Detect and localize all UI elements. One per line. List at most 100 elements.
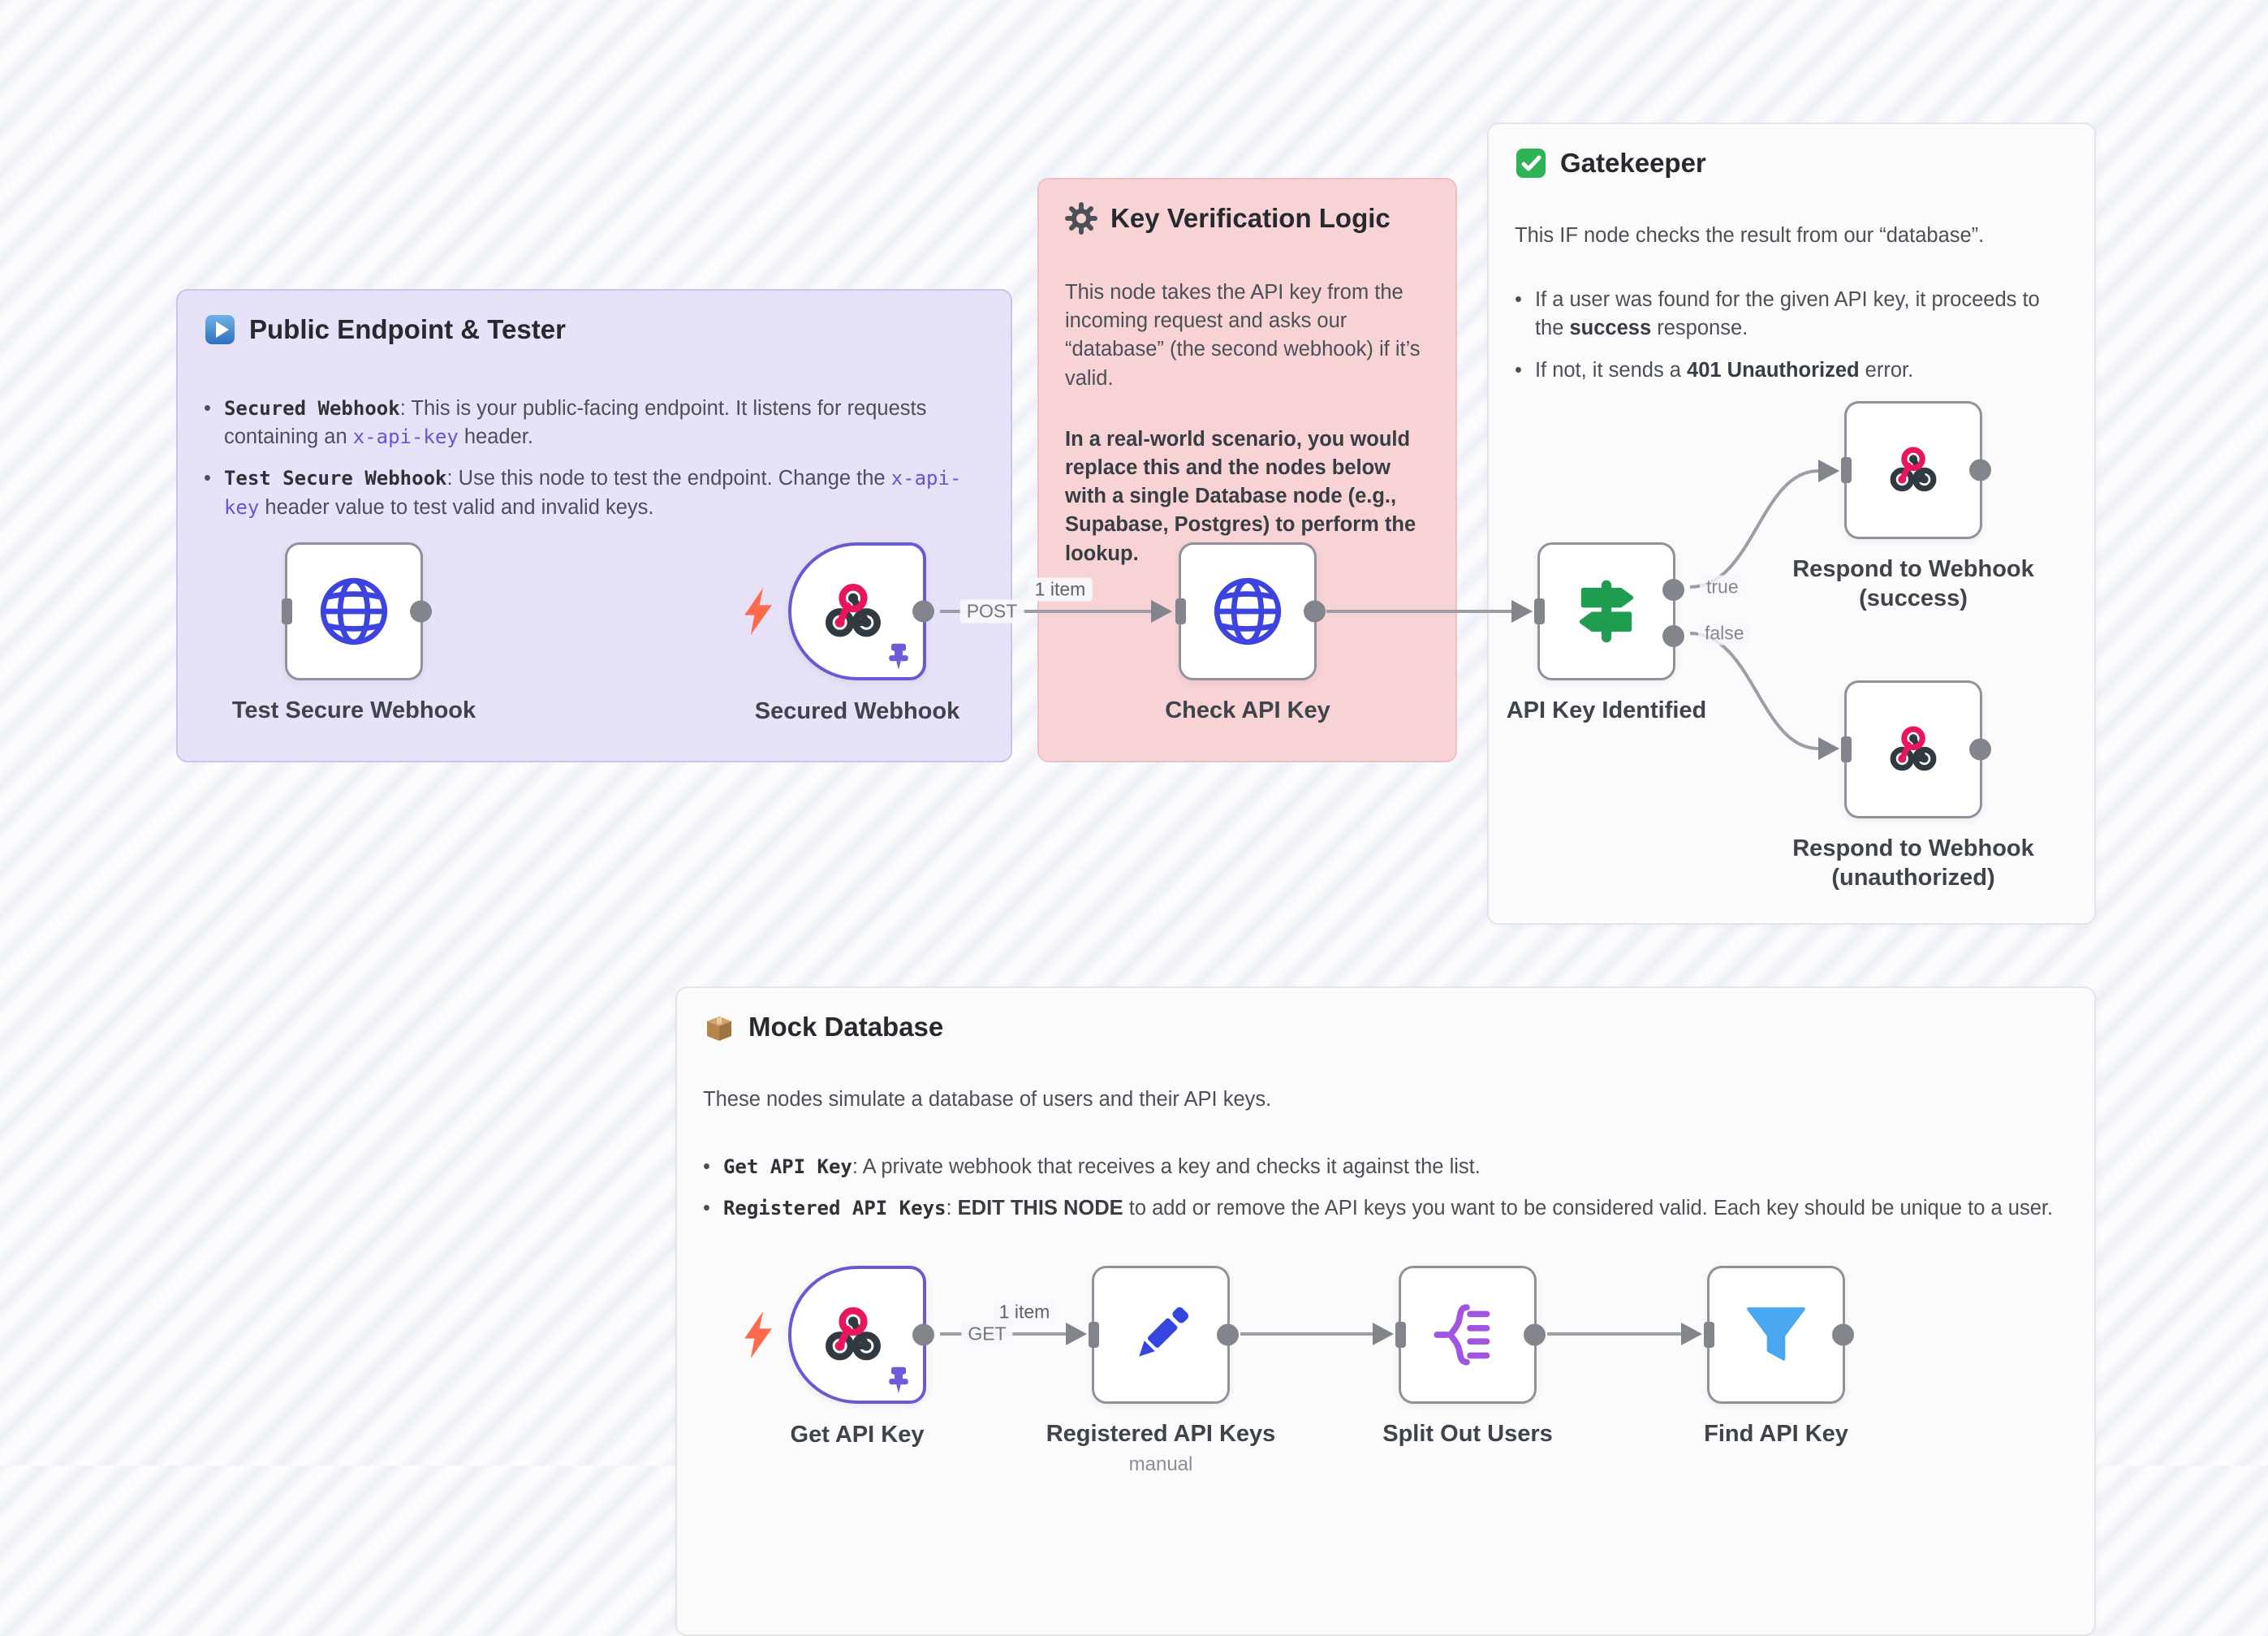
pin-icon <box>889 1366 908 1394</box>
connection-arrowhead <box>1511 600 1533 623</box>
node-api-key-identified[interactable]: API Key Identified <box>1507 542 1706 723</box>
connection-arrowhead <box>1373 1323 1394 1345</box>
node-label: Split Out Users <box>1382 1421 1553 1447</box>
note-bullet: If not, it sends a 401 Unauthorized erro… <box>1515 356 2068 385</box>
bullet-lead: Registered API Keys <box>722 1197 946 1220</box>
sticky-note-key-verification[interactable]: Key Verification Logic This node takes t… <box>1037 178 1457 762</box>
lightning-bolt-icon <box>744 1310 772 1359</box>
note-title: Public Endpoint & Tester <box>249 314 566 344</box>
note-bullet: If a user was found for the given API ke… <box>1515 286 2068 343</box>
sticky-note-gatekeeper[interactable]: Gatekeeper This IF node checks the resul… <box>1487 123 2096 925</box>
output-label-get: GET <box>961 1322 1013 1346</box>
connection-arrowhead <box>1066 1323 1087 1345</box>
check-mark-emoji-icon <box>1515 147 1547 179</box>
note-bullet: Test Secure Webhook: Use this node to te… <box>204 464 985 521</box>
node-test-secure-webhook[interactable]: Test Secure Webhook <box>232 542 476 723</box>
bullet-text: : A private webhook that receives a key … <box>852 1155 1481 1179</box>
bullet-bold: EDIT THIS NODE <box>957 1197 1123 1220</box>
funnel-icon <box>1747 1307 1805 1361</box>
connection-arrowhead <box>1818 737 1839 760</box>
node-split-out-users[interactable]: Split Out Users <box>1382 1266 1553 1447</box>
note-paragraph: This IF node checks the result from our … <box>1515 224 1985 247</box>
bullet-lead: Get API Key <box>722 1155 852 1179</box>
node-subtitle: manual <box>1128 1453 1193 1475</box>
node-registered-api-keys[interactable]: Registered API Keys manual <box>1046 1266 1275 1475</box>
node-get-api-key[interactable]: Get API Key <box>744 1266 934 1448</box>
note-bullet: Secured Webhook: This is your public-fac… <box>204 395 985 451</box>
output-port-false[interactable] <box>1662 625 1684 647</box>
bullet-text: : This is your public-facing endpoint. I… <box>223 397 927 449</box>
connection-arrowhead <box>1151 600 1172 623</box>
note-body: These nodes simulate a database of users… <box>703 1086 2068 1224</box>
note-paragraph: These nodes simulate a database of users… <box>703 1088 1272 1111</box>
node-secured-webhook[interactable]: Secured Webhook <box>744 542 959 724</box>
note-header: Public Endpoint & Tester <box>204 313 985 346</box>
input-port[interactable] <box>1704 1322 1714 1348</box>
bullet-text: header value to test valid and invalid k… <box>259 495 654 519</box>
bullet-bold: success <box>1569 317 1652 340</box>
output-port[interactable] <box>912 1323 934 1346</box>
bullet-text: : Use this node to test the endpoint. Ch… <box>446 467 891 490</box>
node-label: Get API Key <box>790 1422 925 1448</box>
package-emoji-icon <box>703 1011 735 1043</box>
output-port[interactable] <box>1969 738 1991 761</box>
node-respond-success[interactable]: Respond to Webhook (success) <box>1792 401 2034 611</box>
output-port[interactable] <box>410 600 432 623</box>
note-header: Gatekeeper <box>1515 147 2068 179</box>
node-respond-unauthorized[interactable]: Respond to Webhook (unauthorized) <box>1792 680 2034 891</box>
node-label: Check API Key <box>1165 697 1330 723</box>
input-port[interactable] <box>1395 1322 1406 1348</box>
node-label: Respond to Webhook (unauthorized) <box>1792 835 2034 891</box>
webhook-icon <box>1890 447 1937 492</box>
output-port[interactable] <box>1304 600 1326 623</box>
note-paragraph-bold: In a real-world scenario, you would repl… <box>1065 427 1416 565</box>
lightning-bolt-icon <box>744 587 772 636</box>
input-port[interactable] <box>1175 598 1186 624</box>
output-port-true[interactable] <box>1662 579 1684 601</box>
output-port[interactable] <box>1524 1323 1546 1346</box>
node-label: Find API Key <box>1704 1421 1848 1447</box>
gear-emoji-icon <box>1065 202 1097 235</box>
node-check-api-key[interactable]: Check API Key <box>1165 542 1330 723</box>
output-port[interactable] <box>1217 1323 1239 1346</box>
connection-arrowhead <box>1681 1323 1702 1345</box>
input-port[interactable] <box>1841 736 1852 762</box>
input-port[interactable] <box>1534 598 1545 624</box>
bullet-text: If not, it sends a <box>1534 358 1688 382</box>
play-button-emoji-icon <box>204 313 236 346</box>
webhook-icon <box>1890 726 1937 771</box>
input-port[interactable] <box>282 598 292 624</box>
input-port[interactable] <box>1841 457 1852 483</box>
output-label-post: POST <box>959 599 1024 624</box>
node-label: Test Secure Webhook <box>231 697 476 723</box>
branch-label-true: true <box>1700 575 1745 599</box>
output-port[interactable] <box>1832 1323 1854 1346</box>
pencil-icon <box>1139 1306 1189 1357</box>
note-paragraph: This node takes the API key from the inc… <box>1065 281 1421 390</box>
node-find-api-key[interactable]: Find API Key <box>1704 1266 1854 1447</box>
input-port[interactable] <box>1089 1322 1099 1348</box>
connection-arrowhead <box>1818 460 1839 482</box>
flow-label-1-item: 1 item <box>1028 577 1093 602</box>
sticky-note-public-endpoint[interactable]: Public Endpoint & Tester Secured Webhook… <box>176 289 1012 762</box>
output-port[interactable] <box>1969 459 1991 481</box>
note-title: Gatekeeper <box>1560 148 1706 178</box>
bullet-text: to add or remove the API keys you want t… <box>1123 1197 2054 1220</box>
bullet-text: : <box>946 1197 958 1220</box>
bullet-text: error. <box>1859 358 1914 382</box>
note-body: Secured Webhook: This is your public-fac… <box>204 395 985 522</box>
note-body: This IF node checks the result from our … <box>1515 222 2068 385</box>
bullet-lead: Test Secure Webhook <box>223 467 447 490</box>
branch-label-false: false <box>1698 621 1751 645</box>
inline-code: x-api-key <box>223 467 962 519</box>
split-out-icon <box>1434 1304 1490 1366</box>
connection-if-false-to-unauthorized[interactable] <box>1689 632 1819 750</box>
bullet-bold: 401 Unauthorized <box>1687 358 1860 382</box>
globe-icon <box>1214 577 1282 645</box>
node-label: API Key Identified <box>1506 697 1707 723</box>
output-port[interactable] <box>912 600 934 623</box>
note-title: Key Verification Logic <box>1110 203 1391 233</box>
note-bullet: Registered API Keys: EDIT THIS NODE to a… <box>703 1194 2068 1223</box>
bullet-lead: Secured Webhook <box>223 397 400 420</box>
